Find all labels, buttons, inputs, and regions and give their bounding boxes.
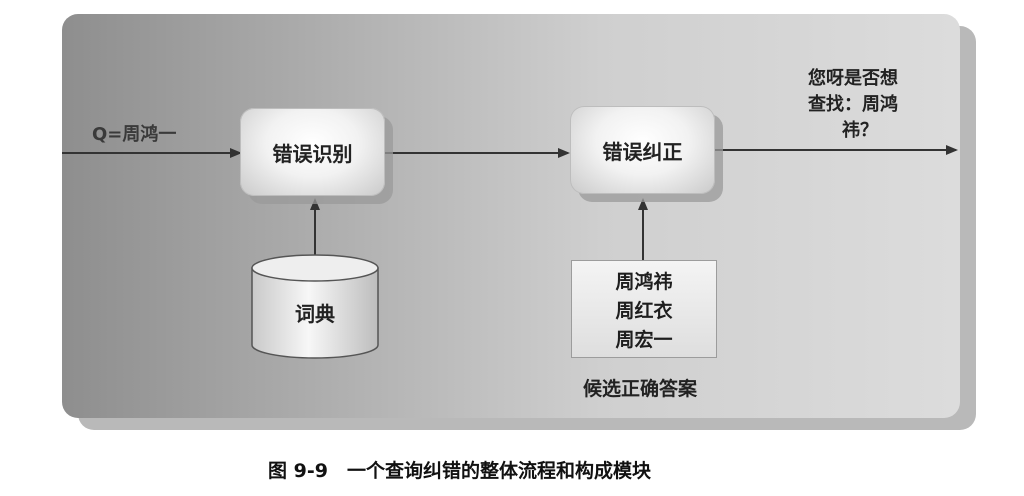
dictionary-label: 词典 — [295, 302, 335, 326]
error-correct-node: 错误纠正 — [570, 106, 723, 202]
candidate-item: 周鸿祎 — [615, 271, 673, 293]
output-line: 您呀是否想 — [808, 68, 898, 89]
output-suggestion: 您呀是否想 查找：周鸿 祎？ — [808, 66, 948, 144]
diagram-panel — [62, 14, 960, 418]
figure-caption: 图 9-9 一个查询纠错的整体流程和构成模块 — [268, 460, 651, 482]
candidate-item: 周宏一 — [615, 329, 673, 351]
output-line: 祎？ — [842, 120, 878, 141]
error-correct-label: 错误纠正 — [570, 106, 715, 194]
candidate-item: 周红衣 — [615, 300, 673, 322]
output-line: 查找：周鸿 — [808, 94, 898, 115]
input-query-label: Q=周鸿一 — [92, 124, 177, 145]
error-detect-label: 错误识别 — [240, 108, 385, 196]
error-detect-node: 错误识别 — [240, 108, 393, 204]
candidate-list: 周鸿祎 周红衣 周宏一 — [571, 260, 717, 358]
dictionary-cylinder — [251, 254, 379, 359]
candidates-caption: 候选正确答案 — [583, 378, 698, 400]
